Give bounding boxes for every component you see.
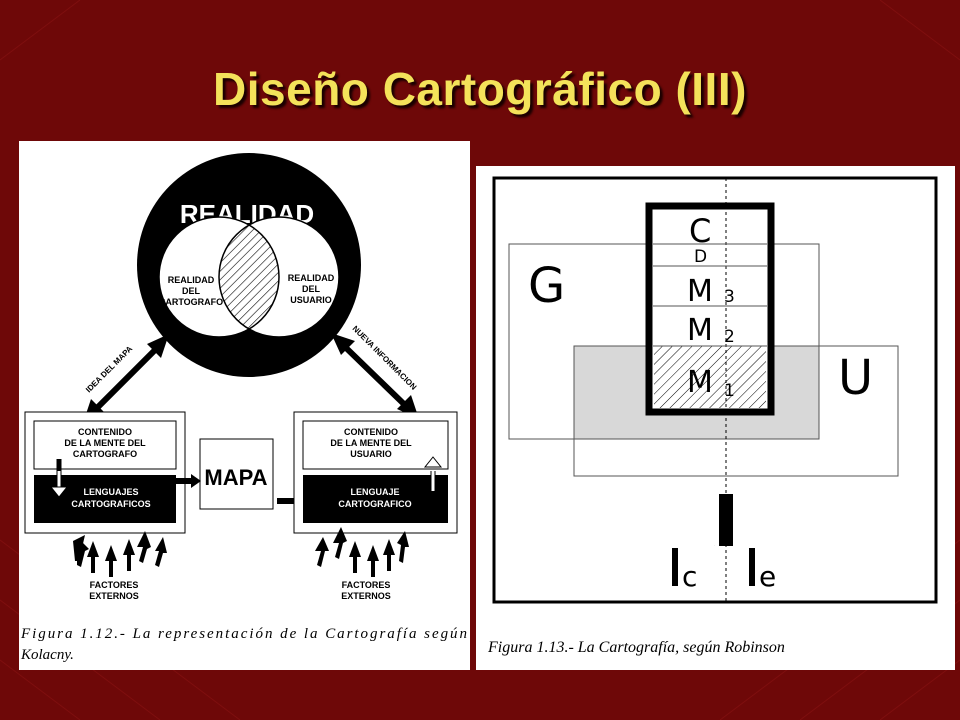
m3-label: M (687, 274, 713, 309)
cu-line3: USUARIO (350, 449, 392, 459)
kolacny-caption-line2: Kolacny. (20, 647, 74, 663)
up-arrow-right (423, 456, 443, 491)
cu-line2: DE LA MENTE DEL (330, 438, 412, 448)
u-label: U (838, 350, 873, 406)
robinson-diagram: C D M 3 M 2 M 1 G U I I c I e Figura 1.1… (479, 169, 952, 667)
m3-sub: 3 (724, 287, 735, 307)
rc-line2: DEL (182, 286, 201, 296)
slide-title: Diseño Cartográfico (III) (213, 63, 747, 115)
ru-line3: USUARIO (290, 295, 332, 305)
m2-label: M (687, 313, 713, 348)
m2-sub: 2 (724, 327, 735, 347)
cu-line1: CONTENIDO (344, 427, 398, 437)
lenguajes-line2: CARTOGRAFICOS (71, 499, 150, 509)
ic-bar (672, 548, 678, 586)
cc-line2: DE LA MENTE DEL (64, 438, 146, 448)
factores-arrows-right (315, 527, 409, 577)
ie-sub: e (759, 560, 776, 593)
kolacny-caption-line1: Figura 1.12.- La representación de la Ca… (20, 626, 467, 642)
ru-line2: DEL (302, 284, 321, 294)
arrow-to-mapa (176, 474, 201, 488)
mapa-label: MAPA (204, 465, 267, 490)
m1-sub: 1 (724, 381, 735, 401)
factores-right-line1: FACTORES (342, 580, 391, 590)
ie-bar (749, 548, 755, 586)
factores-arrows-left (73, 531, 167, 577)
g-label: G (528, 258, 565, 314)
lenguajes-line1: LENGUAJES (83, 487, 138, 497)
mapa-box (199, 438, 274, 510)
rc-line1: REALIDAD (168, 275, 215, 285)
lenguaje-line2: CARTOGRAFICO (338, 499, 411, 509)
lenguaje-line1: LENGUAJE (350, 487, 399, 497)
rc-line3: CARTOGRAFO (159, 297, 223, 307)
d-label: D (694, 247, 707, 267)
i-bar (719, 494, 733, 546)
figure-robinson: C D M 3 M 2 M 1 G U I I c I e Figura 1.1… (476, 166, 955, 670)
down-arrow-left (49, 459, 69, 498)
m1-label: M (687, 365, 713, 400)
figure-kolacny: REALIDAD REALIDAD DEL CARTOGRAFO REALIDA… (19, 141, 470, 670)
ru-line1: REALIDAD (288, 273, 335, 283)
cc-line3: CARTOGRAFO (73, 449, 137, 459)
m1-hatch (654, 346, 766, 408)
factores-right-line2: EXTERNOS (341, 591, 391, 601)
idea-del-mapa-label: IDEA DEL MAPA (84, 344, 134, 394)
ic-sub: c (682, 560, 697, 593)
cc-line1: CONTENIDO (78, 427, 132, 437)
kolacny-diagram: REALIDAD REALIDAD DEL CARTOGRAFO REALIDA… (20, 153, 467, 663)
intersection-hatch (219, 217, 279, 337)
factores-left-line1: FACTORES (90, 580, 139, 590)
robinson-caption: Figura 1.13.- La Cartografía, según Robi… (487, 639, 785, 656)
c-label: C (689, 212, 711, 250)
factores-left-line2: EXTERNOS (89, 591, 139, 601)
